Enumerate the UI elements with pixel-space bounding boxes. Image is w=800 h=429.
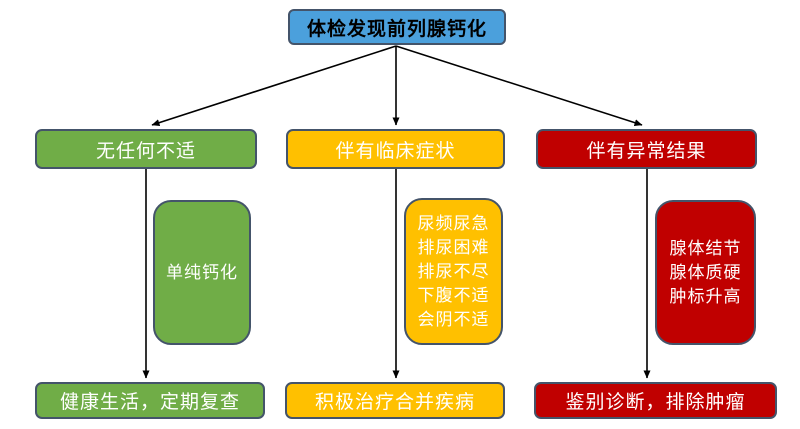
root-node-finding: 体检发现前列腺钙化 <box>288 9 506 45</box>
detail-label: 单纯钙化 <box>166 262 238 282</box>
detail-node-abnormal-results: 腺体结节 腺体质硬 肿标升高 <box>655 200 756 345</box>
condition-label: 无任何不适 <box>95 140 196 162</box>
action-node-clinical-symptoms: 积极治疗合并疾病 <box>285 382 505 419</box>
detail-node-clinical-symptoms: 尿频尿急 排尿困难 排尿不尽 下腹不适 会阴不适 <box>404 198 503 345</box>
action-label: 积极治疗合并疾病 <box>314 392 475 413</box>
condition-node-abnormal-results: 伴有异常结果 <box>536 129 757 169</box>
action-label: 健康生活，定期复查 <box>59 392 240 413</box>
detail-label: 腺体结节 腺体质硬 肿标升高 <box>669 238 742 306</box>
arrow-root-to-green <box>151 45 397 127</box>
detail-label: 尿频尿急 排尿困难 排尿不尽 下腹不适 会阴不适 <box>417 213 490 329</box>
arrow-root-to-red <box>395 45 643 127</box>
action-node-no-discomfort: 健康生活，定期复查 <box>35 382 265 419</box>
condition-label: 伴有临床症状 <box>335 140 456 162</box>
condition-label: 伴有异常结果 <box>586 140 707 162</box>
action-label: 鉴别诊断，排除肿瘤 <box>565 392 746 413</box>
condition-node-clinical-symptoms: 伴有临床症状 <box>286 129 505 169</box>
action-node-abnormal-results: 鉴别诊断，排除肿瘤 <box>534 382 777 419</box>
root-node-label: 体检发现前列腺钙化 <box>306 18 487 40</box>
detail-node-no-discomfort: 单纯钙化 <box>153 200 251 345</box>
condition-node-no-discomfort: 无任何不适 <box>35 129 257 169</box>
